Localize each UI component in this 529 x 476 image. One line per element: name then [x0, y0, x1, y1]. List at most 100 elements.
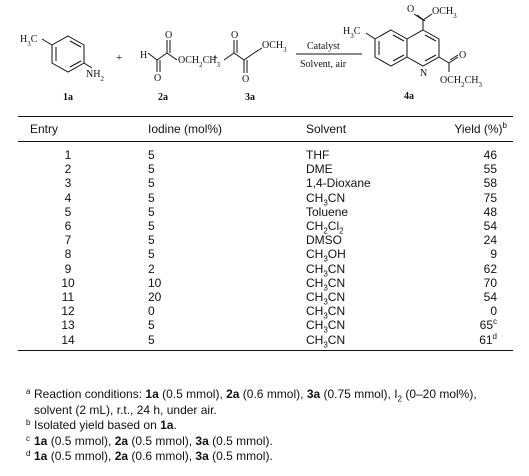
- table-header-row: Entry Iodine (mol%) Solvent Yield (%)b: [18, 116, 513, 142]
- cell-solvent-value: CH3CN: [306, 318, 346, 335]
- cell-solvent-value: CH3OH: [306, 247, 346, 264]
- cell-iodine: 5: [118, 318, 306, 332]
- cell-iodine: 5: [118, 191, 306, 205]
- scheme-2a-h: H: [140, 50, 147, 61]
- quinoline-benzo-ring: [374, 29, 408, 67]
- cell-iodine-value: 5: [148, 204, 155, 219]
- cell-yield: 9: [446, 247, 513, 261]
- header-entry: Entry: [30, 122, 59, 136]
- cell-entry-value: 11: [61, 290, 75, 305]
- scheme-label-2a: 2a: [158, 92, 168, 103]
- scheme-1a-amine: NH2: [86, 69, 104, 83]
- scheme-2a-o1: O: [154, 73, 161, 84]
- cell-solvent: CH3CN: [306, 262, 446, 278]
- cell-iodine-value: 5: [148, 318, 155, 333]
- cell-yield-value: 62: [483, 261, 497, 276]
- scheme-label-1a: 1a: [63, 92, 73, 103]
- cell-solvent: CH2Cl2: [306, 219, 446, 236]
- cell-solvent: Toluene: [306, 205, 446, 219]
- cell-entry: 3: [18, 176, 118, 190]
- aniline-ring: [51, 35, 85, 73]
- cell-iodine-value: 5: [148, 190, 155, 205]
- cell-iodine-value: 20: [148, 290, 162, 305]
- cell-iodine: 5: [118, 205, 306, 219]
- footnote-text: Reaction conditions: 1a (0.5 mmol), 2a (…: [34, 387, 477, 417]
- scheme-label-4a: 4a: [404, 91, 414, 102]
- scheme-3a-ester: OCH3: [262, 40, 287, 54]
- cell-entry: 2: [18, 162, 118, 176]
- cell-yield-value: 61: [479, 332, 493, 347]
- cell-iodine: 5: [118, 219, 306, 233]
- reaction-scheme: H3C NH2 1a + H O O OCH2CH3 2a + O O OCH3…: [0, 0, 529, 110]
- cell-solvent: CH3CN: [306, 290, 446, 307]
- cell-iodine-value: 5: [148, 162, 155, 177]
- cell-iodine-value: 5: [148, 332, 155, 347]
- cell-entry: 14: [18, 333, 118, 351]
- footnote-mark: d: [26, 449, 31, 458]
- scheme-1a-substituent: H3C: [20, 34, 38, 48]
- cell-yield-value: 58: [483, 176, 497, 191]
- cell-yield: 48: [446, 205, 513, 219]
- cell-yield-value: 0: [490, 304, 497, 319]
- cell-yield-value: 54: [483, 219, 497, 234]
- scheme-4a-top-ester: OCH3: [432, 6, 457, 20]
- cell-entry-value: 3: [64, 176, 72, 191]
- cell-yield: 54: [446, 219, 513, 233]
- cell-iodine: 5: [118, 162, 306, 176]
- cell-iodine: 20: [118, 290, 306, 304]
- scheme-3a-o2: O: [242, 74, 249, 85]
- cell-yield: 0: [446, 304, 513, 318]
- cell-entry: 4: [18, 191, 118, 205]
- cell-solvent: CH3CN: [306, 304, 446, 321]
- scheme-4a-top-o: O: [407, 4, 414, 15]
- cell-solvent-value: CH3CN: [306, 290, 346, 307]
- cell-yield-value: 55: [483, 162, 497, 177]
- cell-entry-value: 12: [61, 304, 75, 319]
- cell-solvent-value: CH3CN: [306, 304, 346, 321]
- scheme-4a-side-o: O: [459, 50, 466, 61]
- cell-entry: 6: [18, 219, 118, 233]
- cell-solvent-value: DME: [306, 162, 333, 177]
- cell-solvent-value: DMSO: [306, 233, 342, 248]
- cell-entry: 11: [18, 290, 118, 304]
- cell-iodine-value: 5: [148, 148, 155, 162]
- yield-footnote-mark: c: [493, 317, 497, 327]
- footnote-mark: c: [26, 433, 30, 443]
- cell-solvent: DME: [306, 162, 446, 176]
- cell-yield-value: 70: [483, 275, 497, 290]
- cell-iodine: 5: [118, 333, 306, 351]
- cell-yield: 24: [446, 233, 513, 247]
- scheme-2a-o2: O: [165, 30, 172, 41]
- header-yield-label: Yield (%): [454, 122, 503, 136]
- cell-iodine-value: 2: [148, 261, 155, 276]
- cell-yield-value: 46: [483, 148, 497, 162]
- cell-entry: 8: [18, 247, 118, 261]
- cell-entry: 12: [18, 304, 118, 318]
- cell-solvent: CH3OH: [306, 247, 446, 264]
- cell-solvent-value: CH2Cl2: [306, 219, 344, 236]
- cell-entry: 5: [18, 205, 118, 219]
- cell-entry-value: 8: [64, 247, 72, 262]
- cell-entry-value: 2: [64, 162, 72, 177]
- cell-yield-value: 9: [490, 247, 497, 262]
- header-iodine: Iodine (mol%): [148, 122, 223, 136]
- cell-solvent: CH3CN: [306, 276, 446, 292]
- cell-yield: 65c: [446, 317, 513, 333]
- cell-iodine: 2: [118, 262, 306, 276]
- cell-solvent: DMSO: [306, 233, 446, 247]
- scheme-3a-o1: O: [231, 30, 238, 41]
- cell-yield-value: 65: [479, 318, 493, 333]
- scheme-4a-side-ester: OCH2CH3: [440, 75, 483, 89]
- cell-iodine-value: 10: [148, 275, 162, 290]
